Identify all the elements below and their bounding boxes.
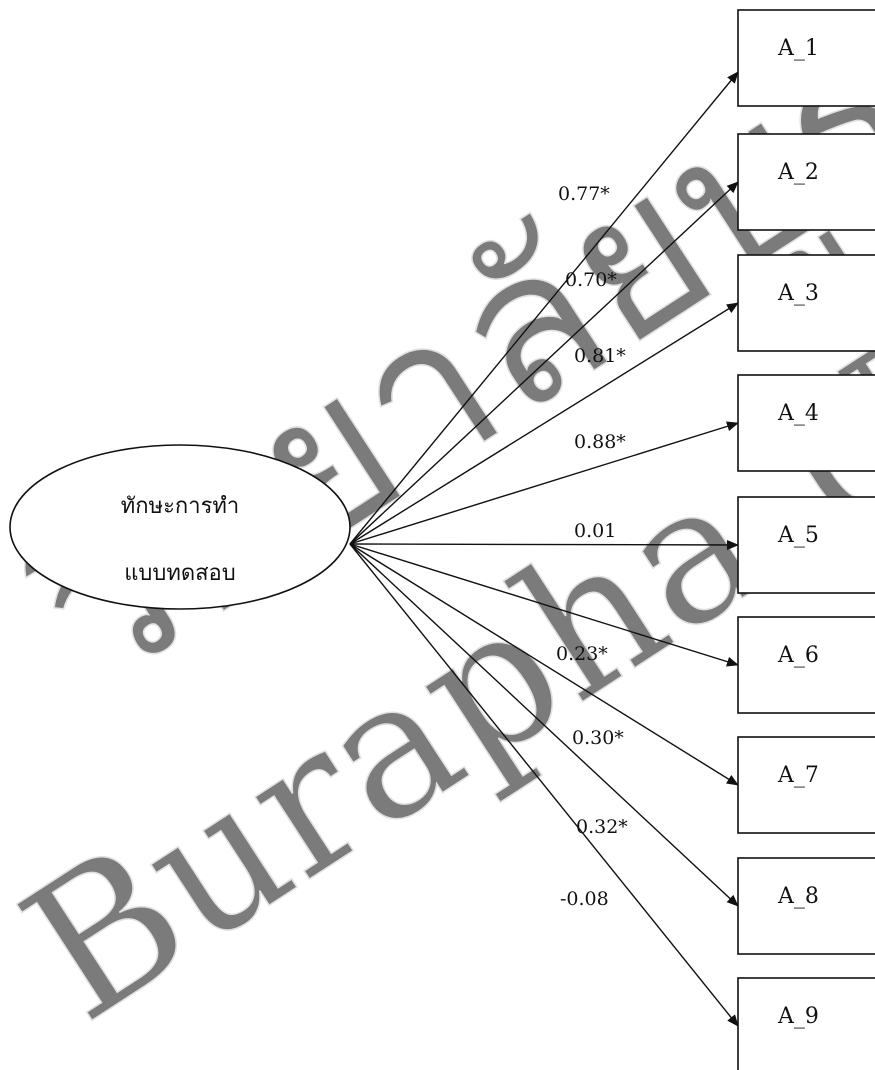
indicator-box [737, 857, 875, 955]
loading-arrow [349, 543, 739, 1027]
loading-label: 0.77* [558, 183, 610, 205]
latent-variable: ทักษะการทำ แบบทดสอบ [9, 444, 351, 610]
indicator-node: A_6 [737, 616, 875, 714]
indicator-box [737, 616, 875, 714]
indicator-node: A_1 [737, 9, 875, 107]
indicator-label: A_3 [777, 281, 819, 306]
indicator-label: A_6 [777, 643, 819, 668]
indicator-label: A_1 [777, 36, 819, 61]
latent-ellipse [9, 444, 351, 610]
indicator-node: A_5 [737, 496, 875, 594]
indicator-node: A_3 [737, 254, 875, 352]
loading-label: 0.32* [576, 816, 628, 838]
indicator-label: A_2 [777, 160, 819, 185]
loading-arrow [349, 543, 739, 907]
indicator-node: A_8 [737, 857, 875, 955]
indicator-node: A_9 [737, 977, 875, 1070]
loading-arrow [349, 421, 739, 545]
latent-label-line2: แบบทดสอบ [124, 561, 236, 586]
indicator-box [737, 374, 875, 472]
loading-arrow [349, 181, 739, 545]
loading-arrow [349, 539, 739, 550]
loading-label: 0.88* [574, 431, 626, 453]
loading-label: 0.01 [574, 520, 616, 542]
indicator-box [737, 977, 875, 1070]
indicator-label: A_9 [777, 1004, 819, 1029]
loading-arrow [349, 71, 739, 545]
latent-label-line1: ทักษะการทำ [121, 494, 240, 519]
indicator-label: A_7 [777, 763, 819, 788]
indicator-box [737, 254, 875, 352]
loading-label: 0.23* [556, 643, 608, 665]
indicator-label: A_5 [777, 523, 819, 548]
loading-label: 0.30* [572, 727, 624, 749]
loading-label: 0.81* [574, 345, 626, 367]
loading-label: -0.08 [560, 888, 609, 910]
loading-paths: 0.77* 0.70* 0.81* 0.88* 0.01 0.23* 0.30* 0.32* -… [349, 71, 739, 1027]
indicator-box [737, 9, 875, 107]
indicator-node: A_7 [737, 736, 875, 834]
loading-arrow [349, 543, 739, 786]
indicator-label: A_4 [777, 401, 819, 426]
indicator-node: A_2 [737, 133, 875, 231]
indicator-label: A_8 [777, 884, 819, 909]
indicator-box [737, 133, 875, 231]
indicator-box [737, 736, 875, 834]
loading-arrow [349, 302, 739, 545]
loading-arrow [349, 543, 739, 667]
indicator-box [737, 496, 875, 594]
indicator-node: A_4 [737, 374, 875, 472]
loading-label: 0.70* [565, 269, 617, 291]
indicator-boxes: A_1A_2A_3A_4A_5A_6A_7A_8A_9 [737, 9, 875, 1070]
